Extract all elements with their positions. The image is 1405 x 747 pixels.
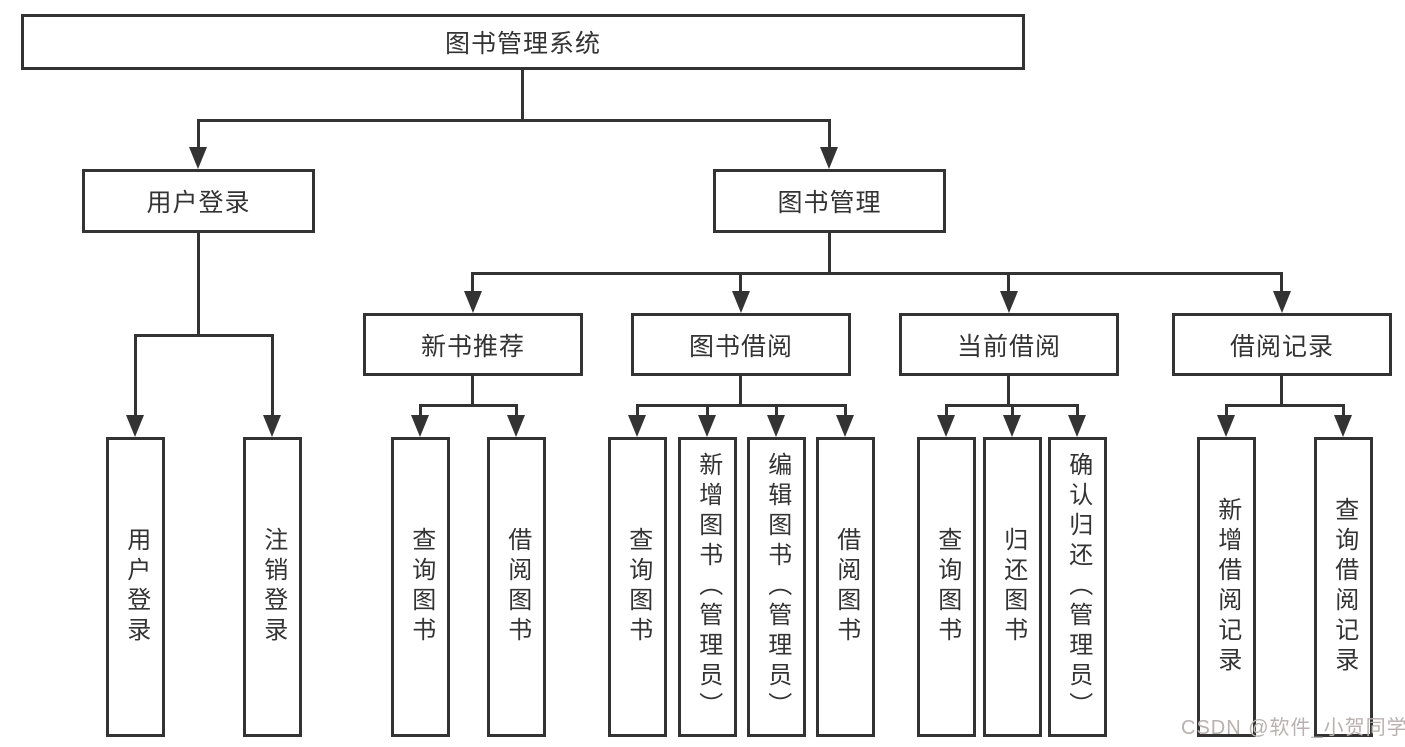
leaf-label: 查询图书 [624, 527, 652, 647]
connector-group-recommend [419, 404, 518, 407]
connector-drop [197, 119, 200, 151]
connector-drop [636, 404, 639, 418]
arrow-down-icon [767, 415, 785, 437]
connector-drop [1342, 404, 1345, 418]
arrow-down-icon [464, 291, 482, 313]
leaf-label: 注销登录 [259, 527, 287, 647]
node-current-borrowing: 当前借阅 [899, 313, 1119, 376]
arrow-down-icon [411, 415, 429, 437]
arrow-down-icon [937, 415, 955, 437]
connector-level2 [471, 272, 1283, 275]
leaf-return-books: 归还图书 [983, 437, 1042, 737]
leaf-borrow-books-recommend: 借阅图书 [487, 437, 546, 737]
leaf-label: 查询图书 [407, 527, 435, 647]
node-label: 当前借阅 [956, 332, 1061, 361]
arrow-down-icon [628, 415, 646, 437]
arrow-down-icon [836, 415, 854, 437]
connector-drop [739, 272, 742, 293]
arrow-down-icon [1273, 291, 1291, 313]
leaf-label: 新增借阅记录 [1213, 497, 1241, 677]
connector-stem [1007, 376, 1010, 405]
connector-drop [828, 119, 831, 151]
leaf-user-login: 用户登录 [106, 437, 165, 737]
leaf-borrow-books-borrow: 借阅图书 [816, 437, 875, 737]
connector-user-login-stem [197, 233, 200, 335]
connector-drop [1225, 404, 1228, 418]
leaf-label: 新增图书（管理员） [694, 452, 722, 722]
leaf-confirm-return-admin: 确认归还（管理员） [1048, 437, 1107, 737]
connector-stem [1280, 376, 1283, 405]
leaf-label: 用户登录 [122, 527, 150, 647]
arrow-down-icon [1334, 415, 1352, 437]
node-label: 图书管理 [777, 189, 882, 217]
arrow-down-icon [732, 291, 750, 313]
connector-root-stem [521, 70, 524, 121]
arrow-down-icon [189, 147, 207, 169]
arrow-down-icon [263, 415, 281, 437]
arrow-down-icon [507, 415, 525, 437]
node-new-book-recommendation: 新书推荐 [363, 313, 583, 376]
node-user-login: 用户登录 [82, 169, 315, 233]
leaf-label: 借阅图书 [503, 527, 531, 647]
connector-drop [271, 334, 274, 417]
leaf-add-books-admin: 新增图书（管理员） [678, 437, 737, 737]
connector-drop [1007, 272, 1010, 293]
node-label: 用户登录 [146, 189, 251, 217]
connector-group-records [1225, 404, 1345, 407]
connector-drop [844, 404, 847, 418]
leaf-label: 查询图书 [933, 527, 961, 647]
arrow-down-icon [1000, 291, 1018, 313]
watermark: CSDN @软件_小贺同学 [1181, 717, 1405, 739]
leaf-query-books-current: 查询图书 [917, 437, 976, 737]
leaf-label: 归还图书 [999, 527, 1027, 647]
connector-stem [471, 376, 474, 405]
leaf-query-borrow-record: 查询借阅记录 [1314, 437, 1373, 737]
connector-drop [1280, 272, 1283, 293]
leaf-query-books-borrow: 查询图书 [608, 437, 667, 737]
node-label: 新书推荐 [420, 332, 525, 361]
node-label: 图书管理系统 [444, 30, 601, 58]
arrow-down-icon [1068, 415, 1086, 437]
arrow-down-icon [698, 415, 716, 437]
leaf-label: 确认归还（管理员） [1064, 452, 1092, 722]
leaf-logout: 注销登录 [243, 437, 302, 737]
leaf-query-books-recommend: 查询图书 [391, 437, 450, 737]
node-book-borrowing: 图书借阅 [631, 313, 851, 376]
connector-user-login-children [134, 334, 274, 337]
leaf-label: 查询借阅记录 [1330, 497, 1358, 677]
node-label: 图书借阅 [688, 332, 793, 361]
connector-drop [419, 404, 422, 418]
arrow-down-icon [1217, 415, 1235, 437]
connector-stem [739, 376, 742, 405]
arrow-down-icon [126, 415, 144, 437]
leaf-label: 编辑图书（管理员） [763, 452, 791, 722]
node-library-management-system: 图书管理系统 [21, 14, 1025, 70]
arrow-down-icon [1003, 415, 1021, 437]
connector-drop [515, 404, 518, 418]
connector-drop [1076, 404, 1079, 418]
connector-drop [706, 404, 709, 418]
connector-drop [1011, 404, 1014, 418]
connector-drop [134, 334, 137, 417]
connector-drop [945, 404, 948, 418]
connector-drop [775, 404, 778, 418]
leaf-add-borrow-record: 新增借阅记录 [1197, 437, 1256, 737]
arrow-down-icon [820, 147, 838, 169]
node-borrowing-records: 借阅记录 [1172, 313, 1392, 376]
node-book-management: 图书管理 [713, 169, 946, 233]
leaf-label: 借阅图书 [832, 527, 860, 647]
connector-group-borrow [636, 404, 847, 407]
leaf-edit-books-admin: 编辑图书（管理员） [747, 437, 806, 737]
connector-drop [471, 272, 474, 293]
connector-book-mgmt-stem [828, 233, 831, 274]
node-label: 借阅记录 [1229, 332, 1334, 361]
connector-level1 [197, 119, 831, 122]
